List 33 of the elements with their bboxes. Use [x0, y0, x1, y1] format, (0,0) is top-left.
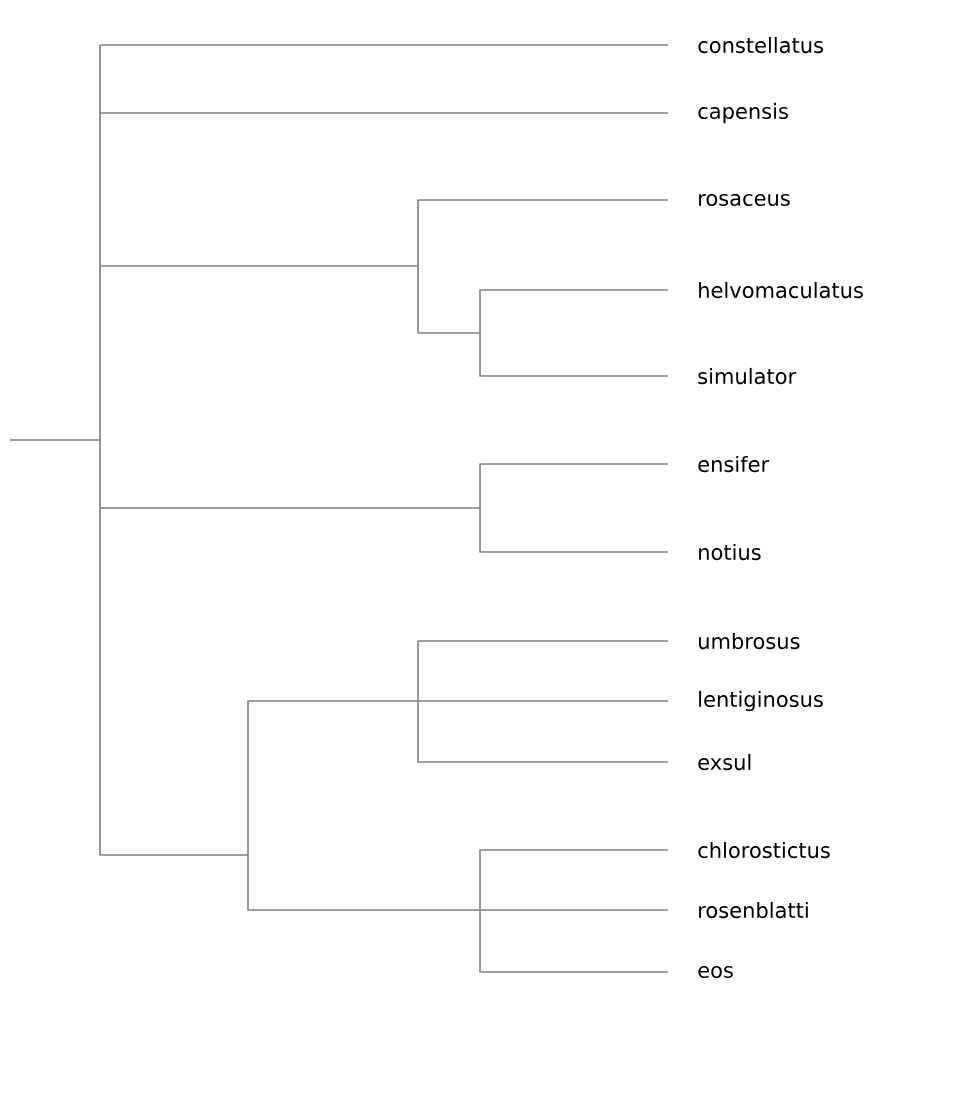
taxon-label: notius	[699, 543, 761, 561]
branch-line	[100, 44, 669, 46]
branch-line	[480, 551, 669, 553]
branch-line	[100, 265, 418, 267]
branch-line	[248, 909, 480, 911]
branch-line	[100, 112, 669, 114]
branch-line	[418, 640, 669, 642]
taxon-label: simulator	[698, 367, 797, 385]
taxon-label: chlorostictus	[698, 841, 830, 859]
taxon-label: umbrosus	[699, 632, 800, 650]
branch-line	[418, 199, 669, 201]
taxon-label: lentiginosus	[699, 690, 823, 712]
branch-line	[418, 700, 669, 702]
branch-line	[480, 463, 669, 465]
taxon-label: exsul	[698, 753, 751, 771]
branch-line	[480, 289, 669, 291]
taxon-label: eos	[698, 966, 733, 979]
branch-line	[480, 849, 669, 851]
branch-line	[100, 854, 248, 856]
taxon-label: helvomaculatus	[699, 281, 863, 299]
taxon-label: rosenblatti	[699, 901, 808, 919]
branch-line	[248, 700, 418, 702]
branch-line	[480, 375, 669, 377]
taxon-label: capensis	[698, 102, 788, 124]
taxon-label: ensifer	[698, 455, 770, 473]
taxon-label: constellatus	[698, 36, 823, 54]
branch-line	[480, 971, 669, 973]
branch-line	[100, 507, 480, 509]
branch-line	[480, 909, 669, 911]
branch-line	[418, 761, 669, 763]
branch-line	[9, 439, 100, 441]
branch-line	[418, 332, 480, 334]
taxon-label: rosaceus	[699, 193, 790, 207]
